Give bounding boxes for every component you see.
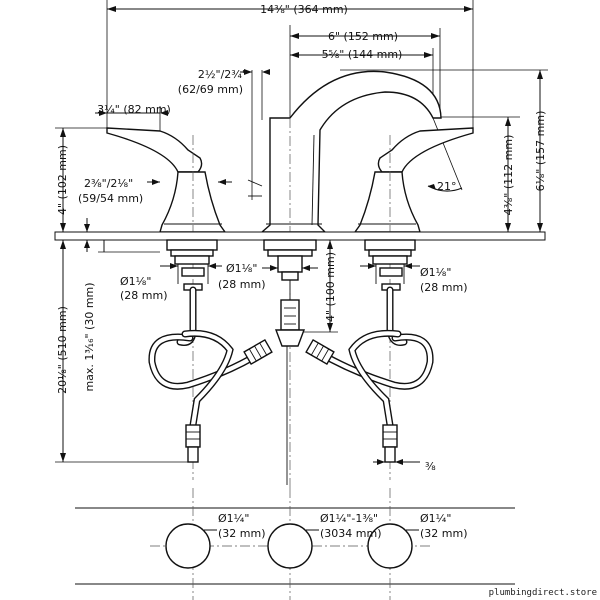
center-valve-body bbox=[262, 239, 318, 281]
watermark-text: plumbingdirect.store bbox=[489, 588, 597, 598]
shank-left-label-b: (28 mm) bbox=[120, 289, 168, 302]
hole-center-label-a: Ø1¼"-1⅜" bbox=[320, 512, 378, 525]
total-height-label: 6⅛" (157 mm) bbox=[534, 111, 547, 192]
handle-base-label-a: 2⅜"/2⅛" bbox=[84, 177, 133, 190]
deck bbox=[54, 231, 546, 241]
hole-right bbox=[367, 523, 413, 569]
left-supply-connector bbox=[185, 424, 201, 463]
hole-center-label-b: (3034 mm) bbox=[320, 527, 382, 540]
shank-center-label-b: (28 mm) bbox=[218, 278, 266, 291]
hose-length-dimension: 20⅛" (510 mm) bbox=[55, 240, 190, 463]
max-deck-dimension: max. 1³⁄₁₆" (30 mm) bbox=[83, 239, 160, 392]
overall-width-dimension: 14⅜" (364 mm) bbox=[106, 0, 474, 128]
hose-length-label: 20⅛" (510 mm) bbox=[56, 306, 69, 394]
left-valve-body bbox=[160, 239, 222, 291]
hole-left-label-a: Ø1¼" bbox=[218, 512, 249, 525]
spout-rise-label: 4⅜" (112 mm) bbox=[502, 135, 515, 216]
spout-center-label: 6" (152 mm) bbox=[328, 30, 398, 43]
handle-reach-label: 3¼" (82 mm) bbox=[97, 103, 171, 116]
hole-center bbox=[267, 523, 313, 569]
shank-right-label-a: Ø1⅛" bbox=[420, 266, 451, 279]
spout-reach-label: 5⅝" (144 mm) bbox=[322, 48, 403, 61]
spout-height-label-a: 2½"/2¾" bbox=[198, 68, 247, 81]
spout-center-dimension: 6" (152 mm) bbox=[289, 25, 441, 240]
hole-right-label-a: Ø1¼" bbox=[420, 512, 451, 525]
shank-center-label-a: Ø1⅛" bbox=[226, 262, 257, 275]
tee-fitting bbox=[243, 299, 335, 366]
shank-right-label-b: (28 mm) bbox=[420, 281, 468, 294]
spout-reach-dimension: 5⅝" (144 mm) bbox=[290, 48, 434, 118]
tee-drop-label: 4" (100 mm) bbox=[324, 252, 337, 322]
max-deck-label: max. 1³⁄₁₆" (30 mm) bbox=[83, 282, 96, 391]
angle-dimension: 21° bbox=[427, 117, 463, 193]
hoses bbox=[148, 280, 434, 485]
angle-label: 21° bbox=[437, 180, 457, 193]
right-supply-connector: ⅜ bbox=[373, 424, 436, 473]
spout-rise-dimension: 4⅜" (112 mm) bbox=[440, 116, 520, 232]
hole-left bbox=[165, 523, 211, 569]
handle-height-dimension: 4" (102 mm) bbox=[55, 127, 108, 232]
tee-drop-dimension: 4" (100 mm) bbox=[300, 239, 338, 333]
total-height-dimension: 6⅛" (157 mm) bbox=[340, 69, 548, 232]
handle-height-label: 4" (102 mm) bbox=[56, 145, 69, 215]
spout-height-label-b: (62/69 mm) bbox=[178, 83, 243, 96]
handle-base-dimension: 2⅜"/2⅛" (59/54 mm) bbox=[78, 177, 232, 205]
overall-width-label: 14⅜" (364 mm) bbox=[260, 3, 348, 16]
hole-left-label-b: (32 mm) bbox=[218, 527, 266, 540]
handle-base-label-b: (59/54 mm) bbox=[78, 192, 143, 205]
right-handle bbox=[353, 127, 474, 480]
shank-left-label-a: Ø1⅛" bbox=[120, 275, 151, 288]
hole-right-label-b: (32 mm) bbox=[420, 527, 468, 540]
spout-height-dimension: 2½"/2¾" (62/69 mm) bbox=[178, 68, 270, 200]
left-handle bbox=[106, 127, 227, 480]
deck-hole-pattern: Ø1¼" (32 mm) Ø1¼"-1⅜" (3034 mm) Ø1¼" (32… bbox=[75, 488, 515, 600]
connection-label: ⅜ bbox=[425, 460, 436, 473]
